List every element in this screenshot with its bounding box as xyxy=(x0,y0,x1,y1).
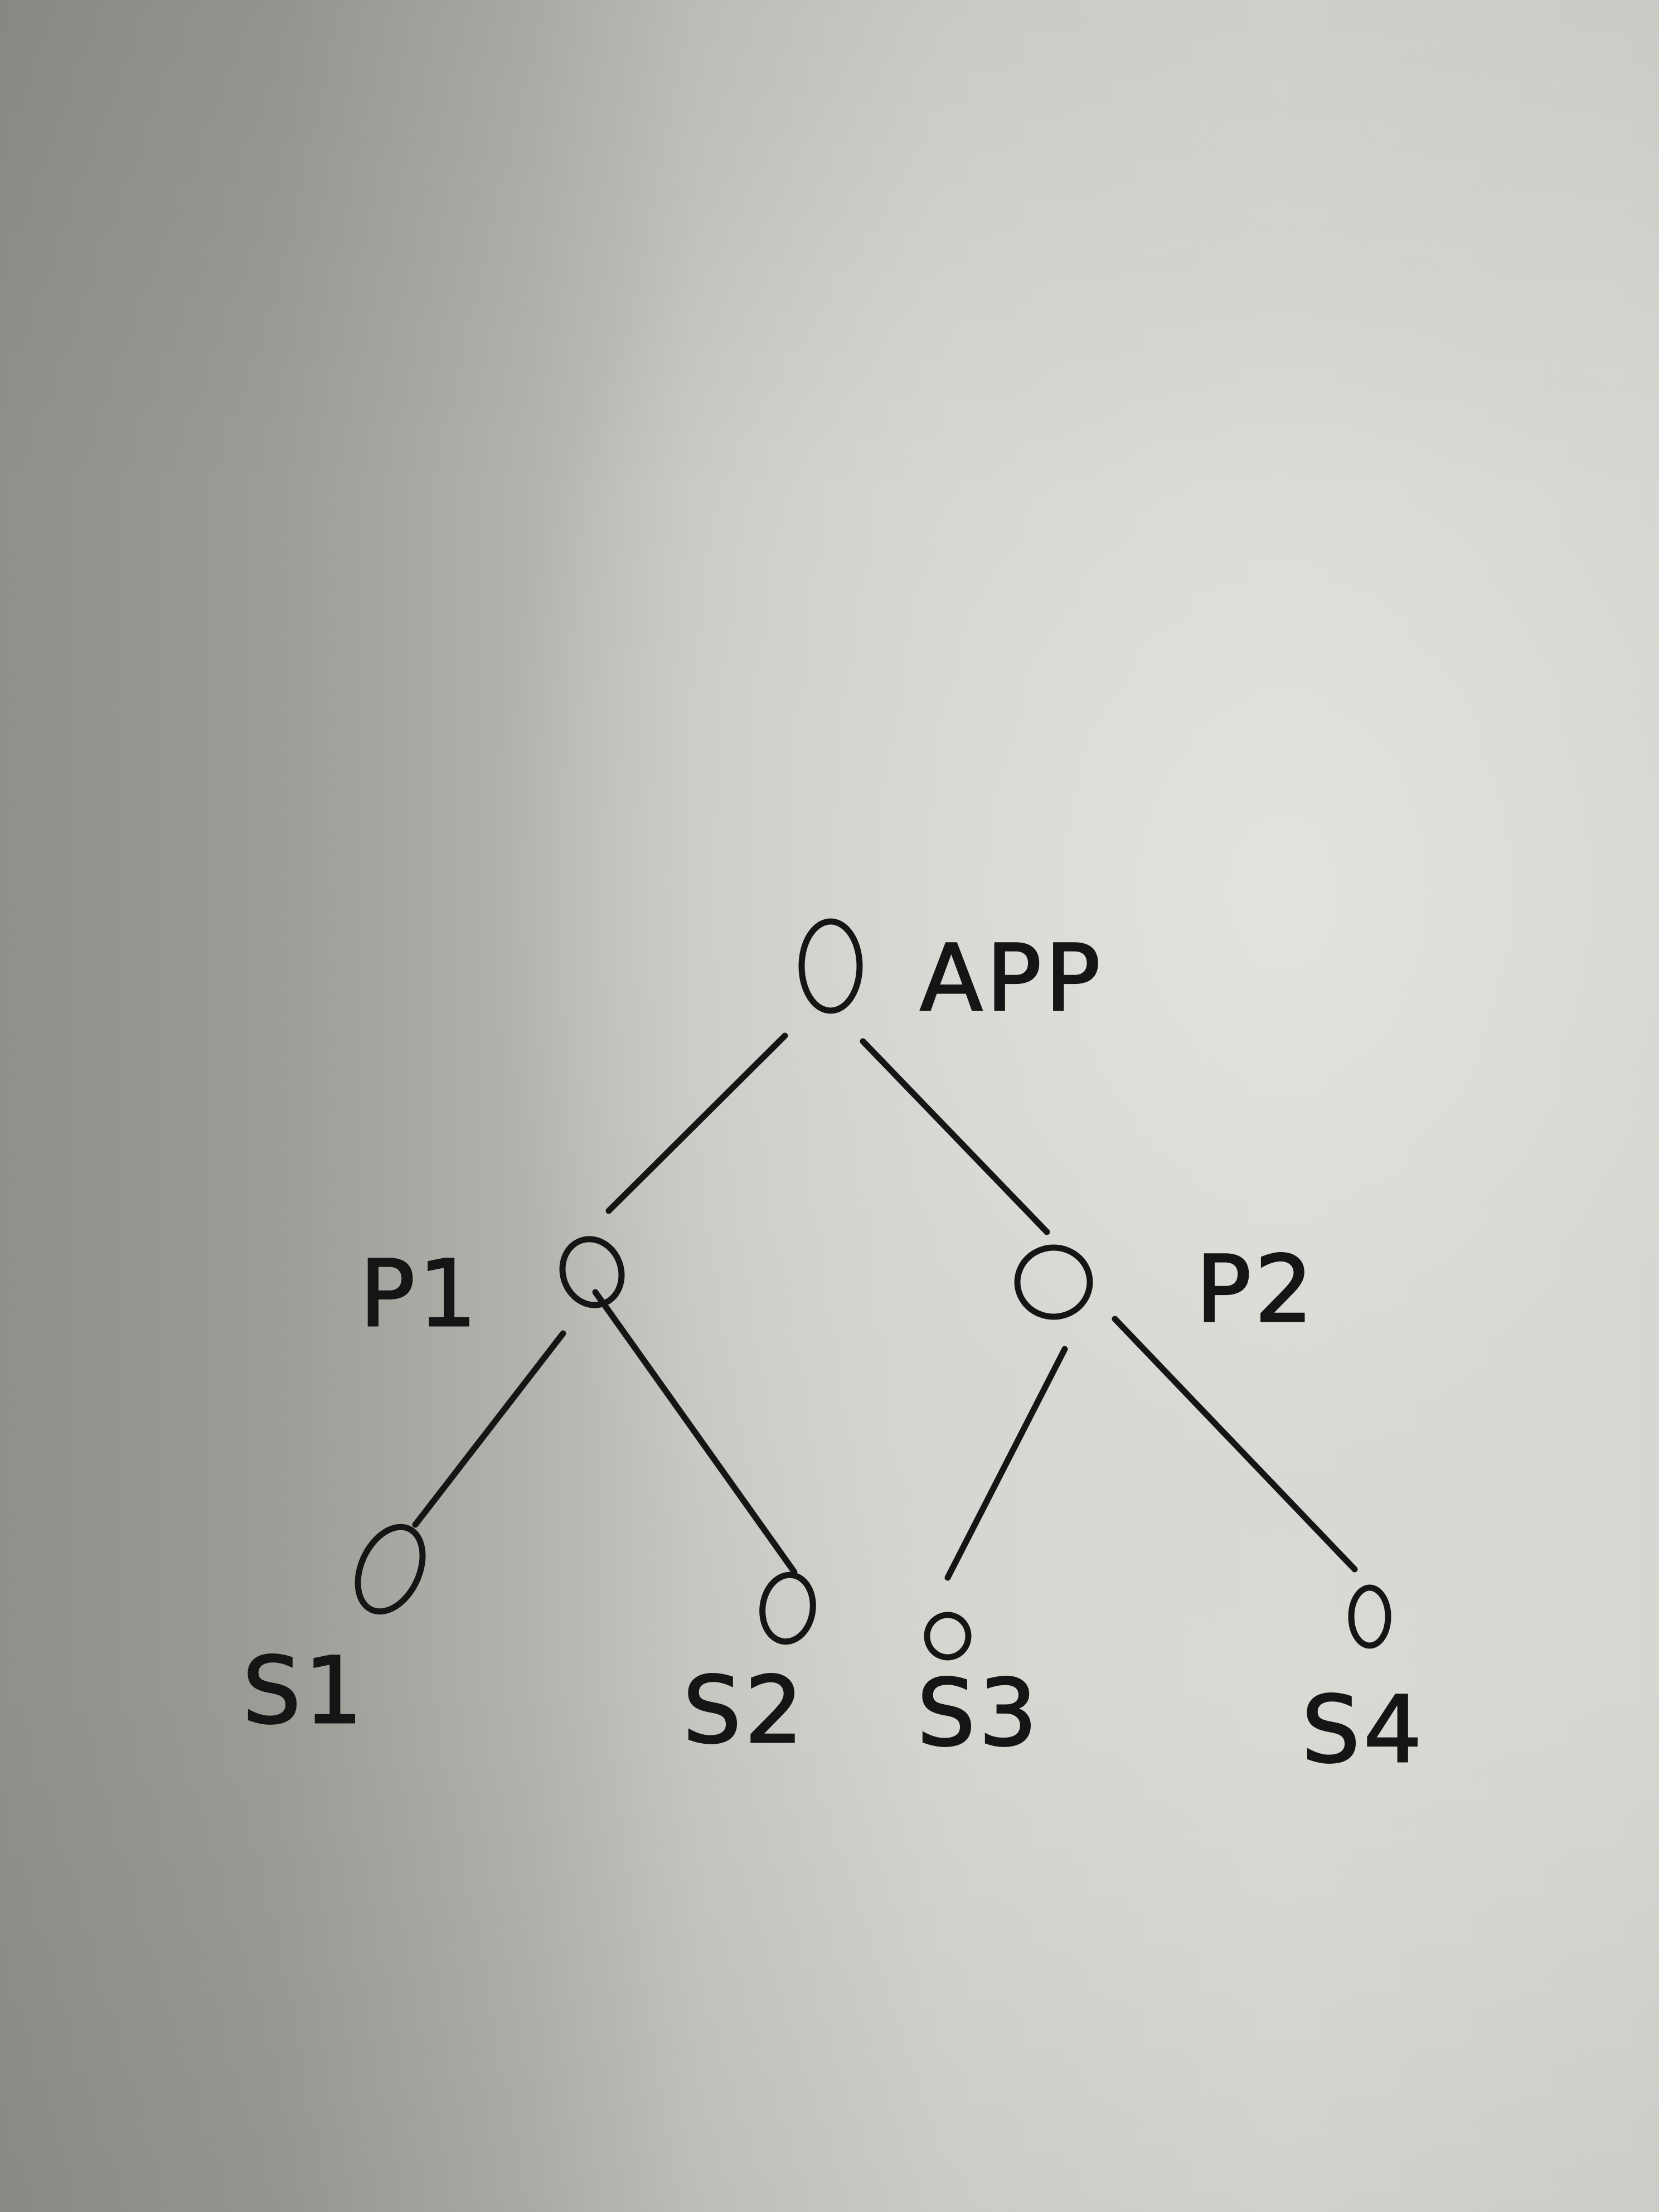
edge-p1-s2 xyxy=(592,1289,798,1575)
node-s2 xyxy=(759,1571,816,1645)
edge-p2-s3 xyxy=(944,1346,1068,1581)
node-label-p1: P1 xyxy=(360,1240,480,1347)
node-p1 xyxy=(559,1236,625,1308)
edge-p2-s4 xyxy=(1112,1316,1358,1573)
node-app xyxy=(798,918,863,1014)
node-label-s4: S4 xyxy=(1302,1676,1425,1783)
node-p2 xyxy=(1014,1244,1093,1320)
node-label-app: APP xyxy=(920,925,1104,1032)
node-label-s3: S3 xyxy=(917,1660,1041,1767)
edge-p1-s1 xyxy=(412,1330,566,1528)
node-s4 xyxy=(1348,1584,1391,1649)
node-label-p2: P2 xyxy=(1196,1236,1316,1343)
node-s3 xyxy=(924,1612,972,1661)
node-label-s1: S1 xyxy=(242,1637,366,1744)
edge-app-p1 xyxy=(605,1032,788,1214)
node-label-s2: S2 xyxy=(683,1657,807,1764)
edge-app-p2 xyxy=(860,1038,1050,1235)
node-s1 xyxy=(355,1524,426,1615)
